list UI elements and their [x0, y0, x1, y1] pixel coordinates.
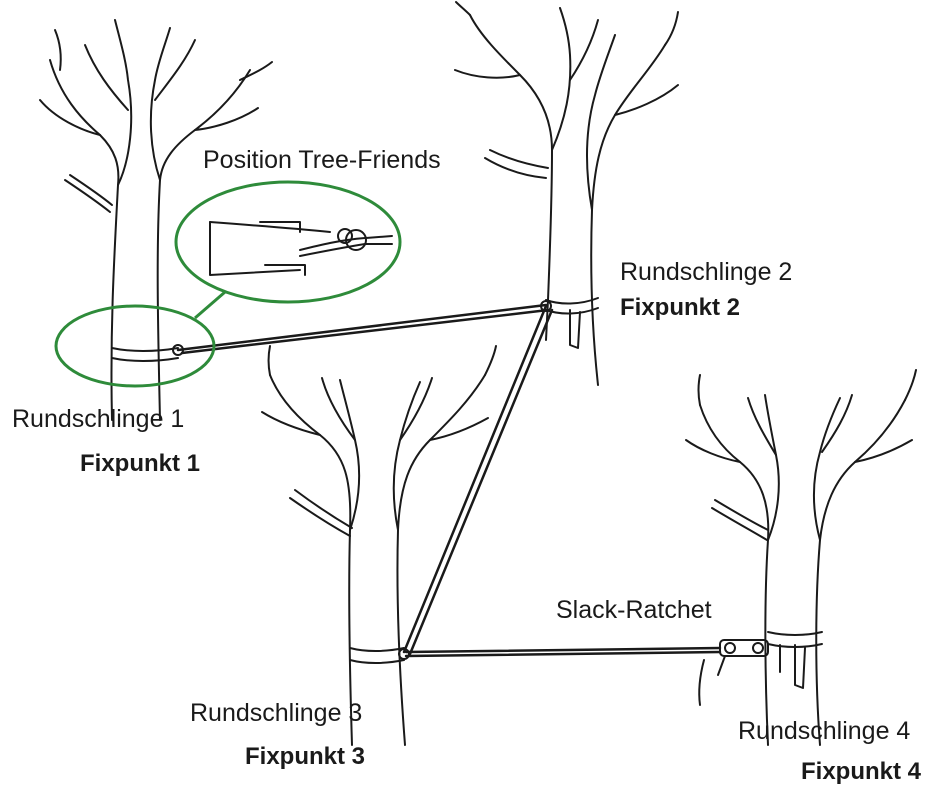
highlight-circle-sling-1	[54, 304, 216, 388]
anchor-4-label: Fixpunkt 4	[801, 758, 922, 785]
highlight-group	[54, 180, 402, 388]
anchor-1-label: Fixpunkt 1	[80, 450, 201, 477]
ratchet-drawing	[698, 639, 769, 706]
highlight-connector	[194, 290, 226, 320]
sling-2-drawing	[545, 297, 599, 349]
ratchet-label: Slack-Ratchet	[556, 596, 712, 624]
inset-title: Position Tree-Friends	[203, 146, 441, 174]
tree-1	[39, 19, 273, 421]
anchor-2-label: Fixpunkt 2	[620, 294, 741, 321]
tree-3	[261, 345, 497, 746]
tree-4	[685, 369, 917, 746]
ropes	[176, 303, 722, 658]
tree-2	[454, 1, 679, 386]
sling-2-label: Rundschlinge 2	[620, 258, 793, 286]
sling-4-label: Rundschlinge 4	[738, 717, 911, 745]
sling-3-drawing	[349, 647, 405, 664]
highlight-circle-inset	[174, 180, 402, 304]
sling-1-label: Rundschlinge 1	[12, 405, 185, 433]
sling-1-drawing	[111, 347, 179, 362]
anchor-3-label: Fixpunkt 3	[245, 743, 366, 770]
sling-3-label: Rundschlinge 3	[190, 699, 363, 727]
inset-detail	[209, 221, 393, 276]
sling-4-drawing	[767, 631, 823, 689]
